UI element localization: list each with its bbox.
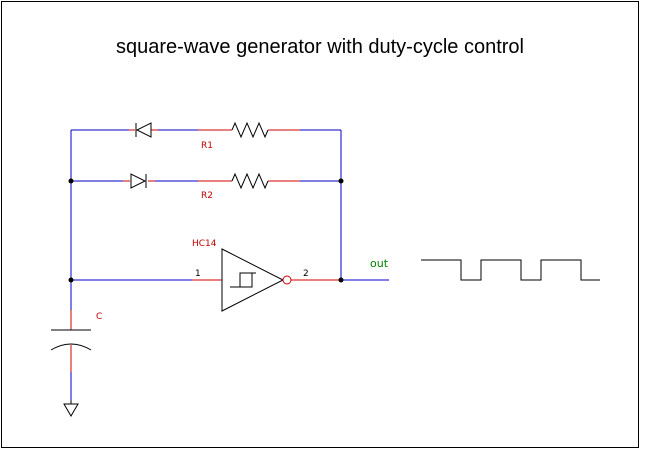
wires: [70, 129, 389, 400]
resistor-r2: [231, 172, 269, 190]
diagram-title: square-wave generator with duty-cycle co…: [116, 36, 524, 58]
hysteresis-icon: [230, 272, 256, 288]
diode-d2: [130, 173, 147, 189]
ic-pin2-label: 2: [303, 269, 309, 279]
junction-right-output: [338, 277, 344, 283]
r1-ref-label: R1: [201, 141, 213, 151]
cap-plate-bottom: [50, 343, 92, 351]
square-wave-waveform: [421, 259, 600, 281]
capacitor-c: [50, 329, 92, 351]
junction-left-r2: [68, 178, 74, 184]
inverter-bubble: [282, 275, 292, 285]
diode-d1: [135, 122, 152, 138]
hysteresis-icon-lower: [236, 273, 253, 288]
pin-leads: [70, 129, 341, 372]
resistor-r1: [231, 121, 269, 139]
ic-pin1-label: 1: [195, 269, 201, 279]
cap-ref-label: C: [96, 312, 102, 322]
schmitt-inverter: [221, 248, 285, 312]
junctions: [68, 178, 344, 283]
ground-triangle: [63, 403, 79, 417]
r2-ref-label: R2: [201, 191, 213, 201]
diode-d1-body: [135, 122, 152, 138]
junction-left-input: [68, 277, 74, 283]
diode-d2-body: [130, 173, 147, 189]
ground-symbol: [63, 400, 79, 417]
schematic-frame: [1, 1, 639, 448]
junction-right-r2: [338, 178, 344, 184]
ic-ref-label: HC14: [192, 239, 217, 249]
net-label-out: out: [370, 257, 389, 270]
